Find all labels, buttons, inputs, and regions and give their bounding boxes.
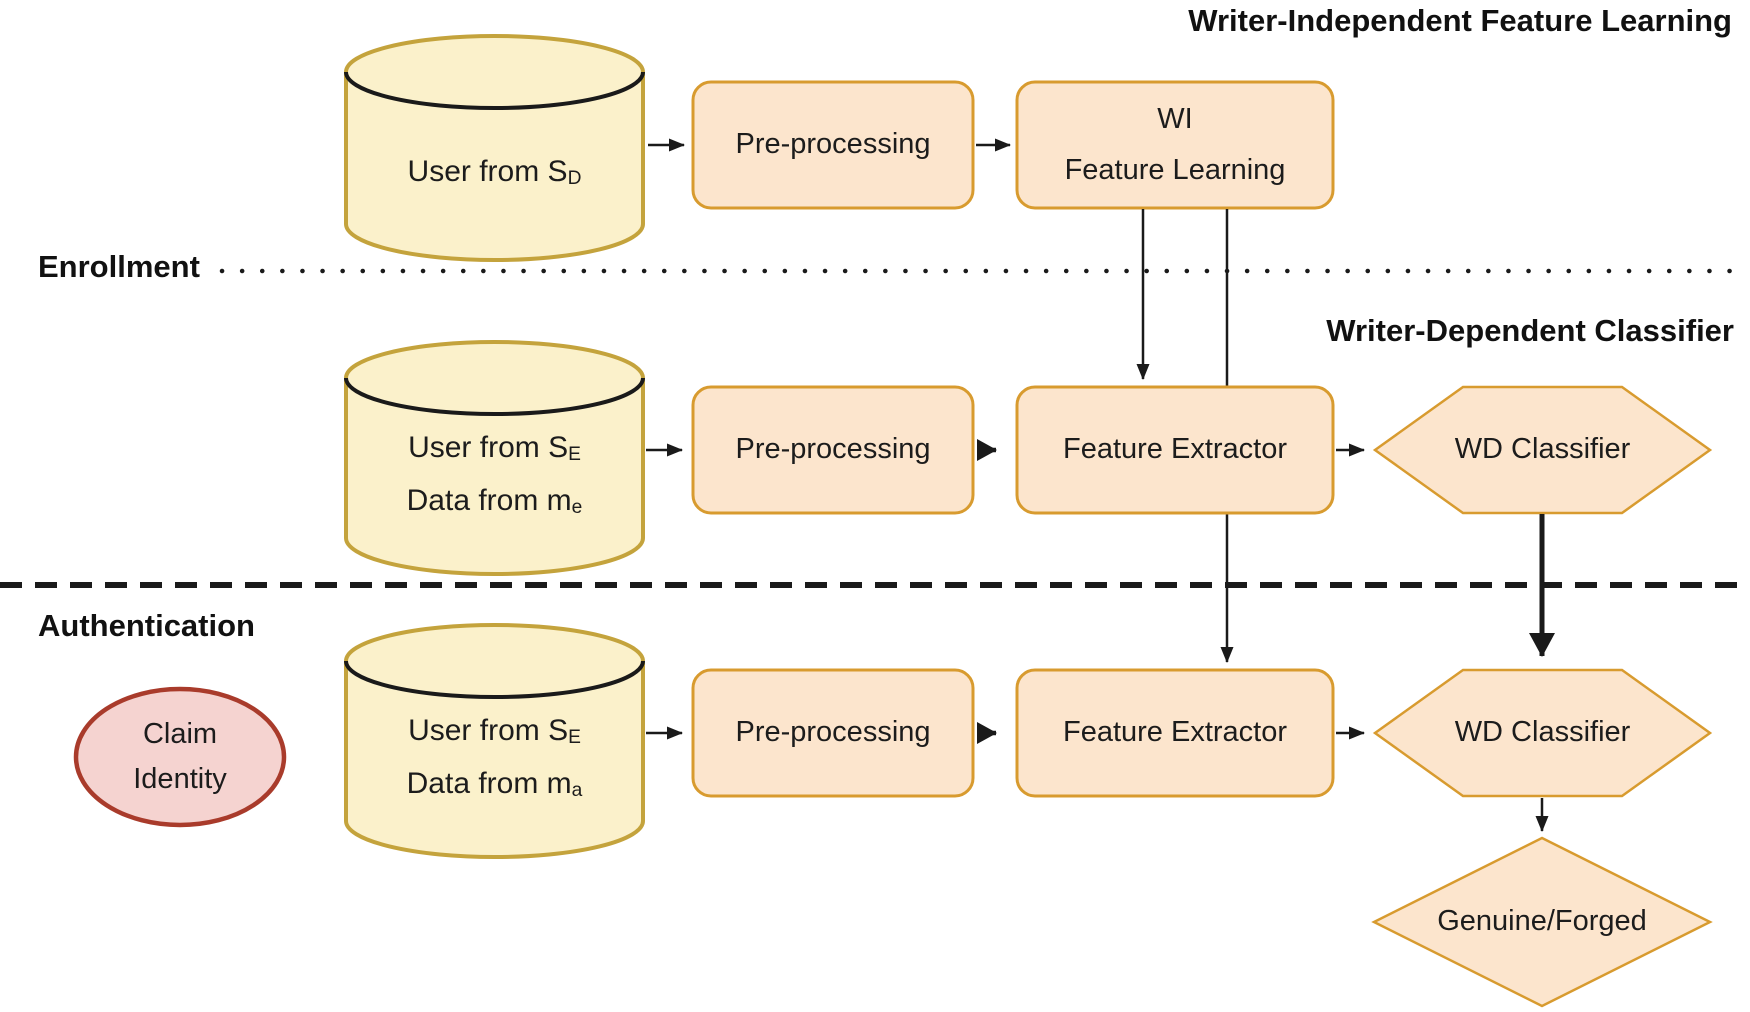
cylinder-top-label-line1: User from SD	[408, 149, 582, 202]
wd-classifier-bottom-hexagon	[1372, 668, 1713, 798]
preprocessing-middle-label: Pre-processing	[735, 433, 931, 466]
wd-classifier-middle-hexagon	[1372, 385, 1713, 515]
cylinder-top-label-subscript: D	[567, 167, 582, 189]
feature-extractor-bottom-box	[1015, 668, 1335, 798]
database-cylinder-top-lid	[344, 71, 645, 110]
preprocessing-top-label: Pre-processing	[735, 128, 931, 161]
genuine-forged-label: Genuine/Forged	[1437, 905, 1647, 938]
cylinder-top-label: User from SD	[346, 155, 643, 192]
title-writer-independent: Writer-Independent Feature Learning	[1188, 3, 1732, 38]
database-cylinder-bottom	[344, 623, 645, 859]
database-cylinder-bottom-lid	[344, 660, 645, 699]
cylinder-middle-label-line2: Data from me	[407, 478, 583, 531]
wi-feature-learning-label-line2: Feature Learning	[1064, 154, 1286, 186]
wd-classifier-bottom-label: WD Classifier	[1454, 716, 1631, 749]
cylinder-middle-label-line1: User from SE	[408, 425, 581, 478]
claim-identity-label-line1: Claim	[142, 718, 218, 750]
cylinder-middle-line1-subscript: E	[568, 444, 581, 465]
cylinder-bottom-label-line1: User from SE	[408, 708, 581, 761]
preprocessing-top-box	[691, 80, 975, 210]
cylinder-bottom-label-line2: Data from ma	[407, 761, 583, 814]
cylinder-middle-label: User from SE Data from me	[346, 431, 643, 524]
database-cylinder-top-body	[344, 34, 645, 262]
claim-identity-label-line2: Identity	[133, 763, 227, 795]
section-label-authentication: Authentication	[38, 608, 255, 643]
preprocessing-bottom-label: Pre-processing	[735, 716, 931, 749]
wi-feature-learning-label-line1: WI	[1157, 103, 1193, 135]
database-cylinder-bottom-body	[344, 623, 645, 859]
database-cylinder-middle	[344, 340, 645, 576]
genuine-forged-diamond	[1371, 836, 1713, 1008]
cylinder-middle-line1-text: User from S	[408, 431, 569, 465]
cylinder-bottom-line1-text: User from S	[408, 714, 569, 748]
cylinder-middle-line2-subscript: e	[571, 496, 583, 518]
preprocessing-middle-box	[691, 385, 975, 515]
cylinder-bottom-line2-text: Data from m	[406, 767, 572, 800]
database-cylinder-top	[344, 34, 645, 262]
wi-feature-learning-box	[1015, 80, 1335, 210]
claim-identity-ellipse	[73, 686, 287, 828]
preprocessing-bottom-box	[691, 668, 975, 798]
feature-extractor-bottom-label: Feature Extractor	[1062, 716, 1288, 749]
cylinder-middle-line2-text: Data from m	[406, 484, 572, 517]
claim-identity-label: Claim Identity	[76, 707, 284, 807]
cylinder-bottom-line1-subscript: E	[568, 727, 581, 748]
feature-extractor-middle-label: Feature Extractor	[1062, 433, 1288, 466]
wd-classifier-middle-label: WD Classifier	[1454, 433, 1631, 466]
cylinder-bottom-line2-subscript: a	[571, 779, 583, 801]
database-cylinder-middle-body	[344, 340, 645, 576]
section-label-enrollment: Enrollment	[38, 249, 200, 284]
title-writer-dependent: Writer-Dependent Classifier	[1326, 313, 1734, 348]
cylinder-bottom-label: User from SE Data from ma	[346, 714, 643, 807]
cylinder-top-label-text: User from S	[407, 154, 568, 188]
database-cylinder-middle-lid	[344, 377, 645, 416]
wi-feature-learning-label: WI Feature Learning	[1017, 82, 1333, 208]
feature-extractor-middle-box	[1015, 385, 1335, 515]
